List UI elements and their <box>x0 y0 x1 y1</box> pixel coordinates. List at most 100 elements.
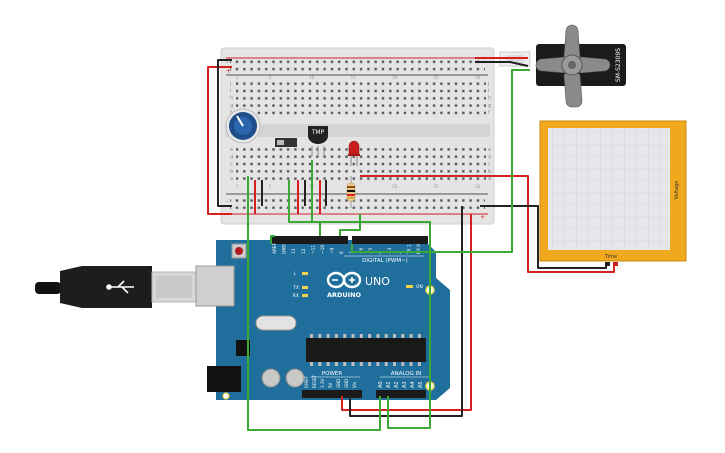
wire-tmp-to-a1 <box>311 160 431 429</box>
chip-pin <box>401 334 405 338</box>
chip-pin <box>409 362 413 366</box>
power-jack <box>207 366 241 392</box>
digital-pin-label: TX 1 <box>406 244 412 255</box>
power-header[interactable] <box>302 390 362 398</box>
power-pin-label: 3.3V <box>320 379 325 388</box>
row-letter: f <box>230 110 232 116</box>
power-pin-label: IOREF <box>304 375 309 388</box>
chip-pin <box>359 334 363 338</box>
digital-pin-label: AREF <box>272 242 278 254</box>
arduino-logo-text: ARDUINO <box>327 291 362 299</box>
wire-aref-jumper <box>270 235 275 244</box>
power-pin-label: RESET <box>312 375 317 388</box>
row-letter: e <box>230 147 233 153</box>
crystal <box>255 315 297 331</box>
power-pin-label: 5V <box>328 382 333 388</box>
terminal-rows-top <box>236 80 486 116</box>
power-pin-label: GND <box>336 379 341 388</box>
chip-pin <box>351 334 355 338</box>
digital-pin-label: 8 <box>339 251 345 254</box>
chip-pin <box>376 362 380 366</box>
wire-led-to-digital <box>339 214 361 236</box>
slide-switch[interactable] <box>275 138 297 147</box>
row-letter: f <box>488 110 490 116</box>
digital-pin-label: ~11 <box>310 245 316 254</box>
led-on <box>406 285 413 288</box>
reset-button-cap[interactable] <box>235 247 243 255</box>
led-on-label: ON <box>416 284 423 290</box>
usb-cable <box>35 266 197 308</box>
row-letter: i <box>488 88 489 94</box>
row-letter: a <box>488 176 491 182</box>
chip-pin <box>376 334 380 338</box>
rail-minus-label-top: - <box>226 59 228 66</box>
digital-pin-label: RX 0 <box>416 244 422 254</box>
led-rx <box>302 294 308 297</box>
wire-rail-plus-left <box>207 66 232 215</box>
wire-gnd <box>349 206 463 417</box>
chip-pin <box>326 362 330 366</box>
row-letter: c <box>488 162 491 168</box>
wire-rail-minus-left <box>217 59 232 207</box>
row-letter: i <box>230 88 231 94</box>
chip-pin <box>359 362 363 366</box>
wires <box>207 57 615 431</box>
analog-pin-label: A2 <box>394 381 400 388</box>
digital-pin-label: ~6 <box>358 247 364 254</box>
row-letter: j <box>487 81 489 87</box>
digital-pin-label: GND <box>282 243 288 254</box>
sensor-label: TMP <box>311 129 325 136</box>
chip-pin <box>334 334 338 338</box>
wire-5v <box>341 214 472 411</box>
voltage-regulator <box>236 340 250 356</box>
servo-label: SM-S2309S <box>615 48 622 82</box>
chip-pin <box>417 362 421 366</box>
row-letter: h <box>230 96 233 102</box>
temperature-sensor[interactable]: TMP <box>308 126 328 156</box>
row-letter: g <box>230 103 233 109</box>
chip-pin <box>409 334 413 338</box>
mounting-hole-3 <box>222 392 230 400</box>
led-rx-label: RX <box>293 293 299 299</box>
resistor[interactable] <box>346 176 356 208</box>
rail-minus-label-bottom: - <box>226 198 228 205</box>
analog-pin-label: A4 <box>410 381 416 388</box>
row-letter: e <box>488 147 491 153</box>
power-pin-label: GND <box>344 379 349 388</box>
digital-pin-label: ~9 <box>330 247 336 254</box>
analog-pin-label: A5 <box>418 381 424 388</box>
digital-header-left[interactable] <box>272 236 348 244</box>
microcontroller-chip <box>306 338 426 362</box>
usb-icon <box>106 280 134 294</box>
potentiometer[interactable] <box>225 108 261 144</box>
digital-pin-label: ~3 <box>387 247 393 254</box>
column-number: 15 <box>351 75 357 80</box>
plotter[interactable]: Time Voltage <box>539 120 687 266</box>
digital-pin-label: ~5 <box>368 247 374 254</box>
row-letter: d <box>488 154 491 160</box>
led-tx <box>302 286 308 289</box>
chip-pin <box>384 362 388 366</box>
rail-plus-label-top: + <box>226 68 231 75</box>
analog-header[interactable] <box>376 390 426 398</box>
wire-servo-signal <box>351 69 530 253</box>
arduino-logo-icon <box>326 271 362 289</box>
digital-header-right[interactable] <box>352 236 428 244</box>
chip-pin <box>417 334 421 338</box>
chip-pins <box>310 334 421 366</box>
led-tx-label: TX <box>292 285 299 291</box>
column-number: 5 <box>269 75 272 80</box>
row-letter: g <box>488 103 491 109</box>
red-led[interactable] <box>348 140 360 166</box>
servo-motor[interactable]: SM-S2309S <box>535 24 626 108</box>
wire-pot-to-a0 <box>247 176 381 431</box>
chip-pin <box>393 362 396 366</box>
chip-pin <box>384 334 388 338</box>
row-letter: h <box>488 96 491 102</box>
chip-pin <box>343 334 347 338</box>
chip-pin <box>318 334 322 338</box>
